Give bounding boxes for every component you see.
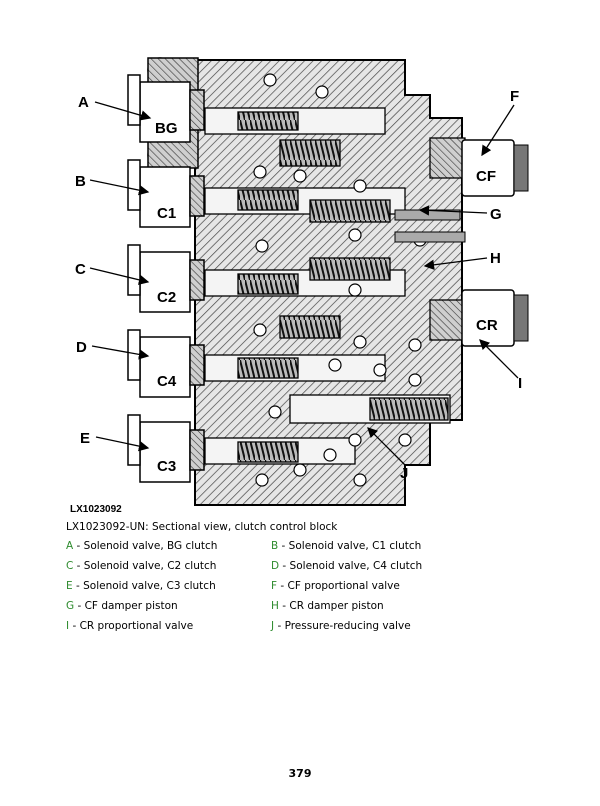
legend-key: C <box>66 560 74 572</box>
callout-leaders <box>89 101 519 466</box>
legend-text: - CR damper piston <box>278 600 384 612</box>
legend-key: F <box>271 580 278 592</box>
solenoid-label-bg: BG <box>155 120 178 137</box>
legend-item-j: J - Pressure-reducing valve <box>271 620 411 632</box>
legend-item-d: D - Solenoid valve, C4 clutch <box>271 560 422 572</box>
solenoid-label-c4: C4 <box>157 373 177 390</box>
solenoid-label-cr: CR <box>476 317 498 334</box>
legend-text: - Solenoid valve, C3 clutch <box>72 580 216 592</box>
legend-text: - Solenoid valve, BG clutch <box>73 540 218 552</box>
legend-key: G <box>66 600 75 612</box>
legend-text: - Pressure-reducing valve <box>274 620 411 632</box>
legend-item-c: C - Solenoid valve, C2 clutch <box>66 560 216 572</box>
solenoid-label-c1: C1 <box>157 205 176 222</box>
legend-item-g: G - CF damper piston <box>66 600 178 612</box>
spool-bores <box>204 107 451 465</box>
legend-item-f: F - CF proportional valve <box>271 580 400 592</box>
figure-caption: LX1023092-UN: Sectional view, clutch con… <box>66 521 338 533</box>
legend-text: - CR proportional valve <box>69 620 194 632</box>
oil-passages <box>253 73 427 487</box>
legend-item-a: A - Solenoid valve, BG clutch <box>66 540 217 552</box>
callout-g: G <box>490 206 502 223</box>
legend-item-i: I - CR proportional valve <box>66 620 193 632</box>
solenoid-label-cf: CF <box>476 168 496 185</box>
legend-text: - Solenoid valve, C1 clutch <box>278 540 422 552</box>
callout-h: H <box>490 250 501 267</box>
callout-c: C <box>75 261 86 278</box>
legend-key: J <box>271 620 275 632</box>
callout-i: I <box>518 375 522 392</box>
sectional-view-figure: BG C1 C2 C4 C3 CF CR A B C D E F G H I J… <box>70 57 529 515</box>
legend-key: I <box>66 620 70 632</box>
cr-proportional-valve <box>429 289 529 347</box>
solenoid-label-c3: C3 <box>157 458 176 475</box>
callout-f: F <box>510 88 519 105</box>
callout-a: A <box>78 94 89 111</box>
cf-proportional-valve <box>429 137 529 197</box>
callout-d: D <box>76 339 87 356</box>
legend-key: H <box>271 600 279 612</box>
legend-key: B <box>271 540 279 552</box>
legend-text: - CF damper piston <box>74 600 178 612</box>
legend-text: - Solenoid valve, C2 clutch <box>73 560 217 572</box>
legend-key: E <box>66 580 73 592</box>
callout-j: J <box>400 465 408 482</box>
solenoid-label-c2: C2 <box>157 289 176 306</box>
callout-b: B <box>75 173 86 190</box>
legend-key: D <box>271 560 280 572</box>
callout-e: E <box>80 430 90 447</box>
legend-text: - Solenoid valve, C4 clutch <box>279 560 423 572</box>
legend-item-b: B - Solenoid valve, C1 clutch <box>271 540 421 552</box>
legend-text: - CF proportional valve <box>277 580 400 592</box>
figure-id: LX1023092 <box>70 504 122 515</box>
legend-item-h: H - CR damper piston <box>271 600 384 612</box>
solenoid-bodies <box>127 74 205 483</box>
rod <box>394 231 466 243</box>
page-number: 379 <box>288 767 312 780</box>
legend-item-e: E - Solenoid valve, C3 clutch <box>66 580 216 592</box>
legend-key: A <box>66 540 74 552</box>
